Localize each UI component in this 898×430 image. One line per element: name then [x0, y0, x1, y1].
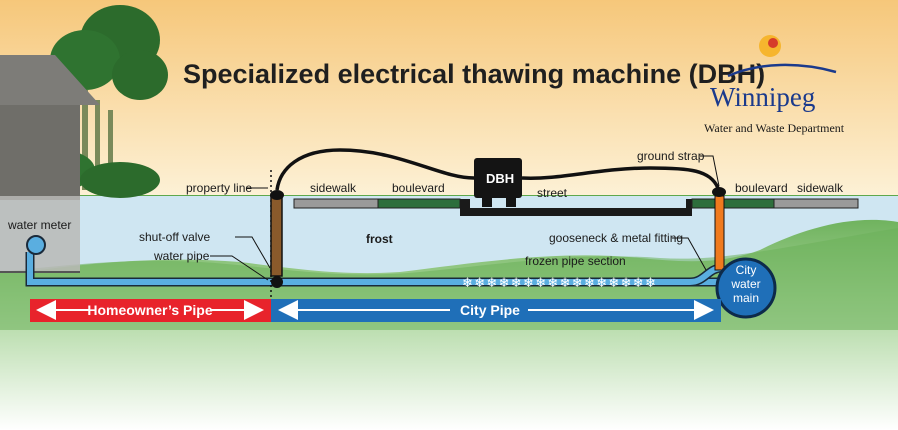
- sidewalk-right: [773, 198, 859, 209]
- sidewalk-left-label: sidewalk: [310, 181, 357, 195]
- diagram-title: Specialized electrical thawing machine (…: [183, 59, 765, 89]
- water-pipe-label: water pipe: [153, 249, 210, 263]
- frozen-pipe-section: ❄❄❄❄❄❄❄❄❄❄❄❄❄❄❄❄: [462, 276, 656, 291]
- boulevard-right-label: boulevard: [735, 181, 788, 195]
- homeowner-pipe-bar: [30, 299, 271, 322]
- snowflake-icon: ❄: [633, 276, 644, 291]
- department-name: Water and Waste Department: [704, 121, 845, 135]
- water-main-label-3: main: [733, 291, 759, 305]
- leader-water-pipe: [210, 255, 269, 281]
- ground-strap-label: ground strap: [637, 149, 705, 163]
- street-label: street: [537, 186, 568, 200]
- snowflake-icon: ❄: [560, 276, 571, 291]
- city-pipe-bar: [271, 299, 721, 322]
- snowflake-icon: ❄: [547, 276, 558, 291]
- city-pipe-label: City Pipe: [460, 302, 520, 318]
- frost-label: frost: [366, 232, 393, 246]
- dbh-machine: [474, 158, 522, 207]
- winnipeg-logo: [727, 35, 837, 78]
- boulevard-left: [377, 198, 461, 209]
- sidewalk-left: [293, 198, 379, 209]
- sidewalk-right-label: sidewalk: [797, 181, 844, 195]
- leader-ground-strap: [700, 155, 720, 187]
- winnipeg-wordmark: Winnipeg: [710, 82, 815, 112]
- city-water-main: [715, 257, 777, 319]
- snowflake-icon: ❄: [621, 276, 632, 291]
- frozen-section-label: frozen pipe section: [525, 254, 626, 268]
- shutoff-valve: [271, 276, 283, 288]
- homeowner-pipe-label: Homeowner’s Pipe: [87, 302, 212, 318]
- water-meter-label: water meter: [7, 218, 71, 232]
- snowflake-icon: ❄: [486, 276, 497, 291]
- snowflake-icon: ❄: [596, 276, 607, 291]
- boulevard-right: [691, 198, 775, 209]
- shutoff-valve-label: shut-off valve: [139, 230, 210, 244]
- dbh-cable-right: [521, 166, 720, 189]
- snowflake-icon: ❄: [608, 276, 619, 291]
- snowflake-icon: ❄: [572, 276, 583, 291]
- boulevard-left-label: boulevard: [392, 181, 445, 195]
- house: [0, 55, 100, 273]
- snowflake-icon: ❄: [645, 276, 656, 291]
- water-meter: [26, 235, 46, 255]
- ground-strap: [714, 195, 725, 271]
- snowflake-icon: ❄: [462, 276, 473, 291]
- dbh-cable-left: [275, 148, 475, 191]
- snowflake-icon: ❄: [584, 276, 595, 291]
- leader-shutoff: [235, 236, 271, 269]
- water-main-label-1: City: [736, 263, 757, 277]
- water-main-label-2: water: [730, 277, 760, 291]
- snowflake-icon: ❄: [535, 276, 546, 291]
- snowflake-icon: ❄: [523, 276, 534, 291]
- gooseneck-label: gooseneck & metal fitting: [549, 231, 683, 245]
- snowflake-icon: ❄: [511, 276, 522, 291]
- snowflake-icon: ❄: [474, 276, 485, 291]
- leader-gooseneck: [672, 237, 707, 271]
- snowflake-icon: ❄: [499, 276, 510, 291]
- street: [460, 199, 692, 216]
- property-line-label: property line: [186, 181, 252, 195]
- dbh-label: DBH: [486, 171, 514, 186]
- shutoff-valve-rod: [270, 195, 283, 277]
